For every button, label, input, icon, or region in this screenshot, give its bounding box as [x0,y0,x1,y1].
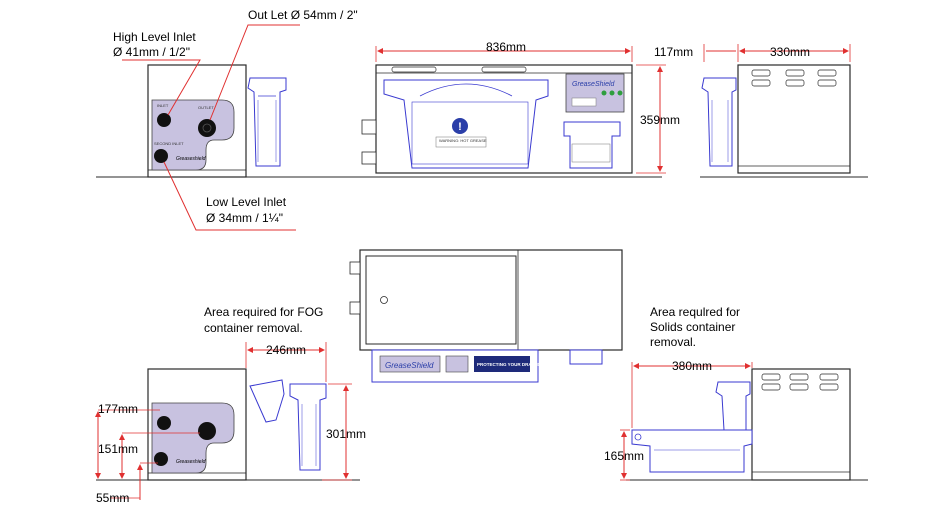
solids-drawer-removed [631,429,753,473]
status-led-2 [609,90,615,96]
fog-lid [365,255,517,345]
inlet-stub-upper [361,119,377,135]
low-level-inlet-port [154,149,168,163]
fog-container-tilted [249,379,285,423]
low-inlet-callout-line1: Low Level Inlet [206,195,287,209]
brand-plate [379,355,441,373]
fog-clearance-dimension: 246mm [266,343,306,357]
svg-text:!: ! [458,121,462,133]
svg-text:OUTLET: OUTLET [198,105,214,110]
fog-container-rear [701,77,737,167]
svg-text:SECOND INLET: SECOND INLET [154,141,184,146]
outlet-height-dimension: 151mm [98,442,138,456]
keyhole-icon [380,296,388,304]
solids-note-line3: removal. [650,335,696,349]
side-view-top: INLET OUTLET SECOND INLET Greaseshield H… [96,8,360,231]
length-dimension: 836mm [486,40,526,54]
small-depth-dimension: 117mm [654,45,693,59]
svg-text:Greaseshield: Greaseshield [176,156,206,162]
svg-text:Greaseshield: Greaseshield [176,459,206,465]
solids-note-line1: Area requlred for [650,305,740,319]
solids-removal-view: Area requlred for Solids container remov… [604,305,868,481]
plan-view: GreaseShield PROTECTING YOUR DRAINS [349,249,623,383]
unit-rear-body-lower [751,368,851,481]
status-led-1 [601,90,607,96]
fog-container-side [247,77,287,167]
front-view: ! WARNING: HOT GREASE GreaseShield 836mm… [356,40,680,178]
fog-note-line1: Area required for FOG [204,305,323,319]
svg-text:INLET: INLET [157,103,169,108]
high-inlet-callout-line2: Ø 41mm / 1/2" [113,45,190,59]
fog-container-rear-lower [715,381,751,431]
connection-panel [151,99,235,171]
exclamation-icon [452,118,468,134]
banner-text: PROTECTING YOUR DRAINS [477,362,539,367]
solids-handle-plan [569,349,603,365]
high-level-inlet-port-lower [157,416,171,430]
control-panel-label [565,73,625,113]
height-dimension: 359mm [640,113,680,127]
plate-brand-text: GreaseShield [385,361,434,370]
banner-plate [474,356,530,372]
outlet-port [198,119,216,137]
svg-text:WARNING: HOT GREASE: WARNING: HOT GREASE [439,138,487,143]
low-inlet-callout-line2: Ø 34mm / 1¼" [206,211,283,225]
status-led-3 [617,90,623,96]
front-brand-text: GreaseShield [572,81,616,88]
rear-view-top: 117mm 330mm [654,44,868,178]
high-level-inlet-port [157,113,171,127]
low-inlet-height-dimension: 55mm [96,491,129,505]
connection-panel-lower [151,402,235,474]
solids-drawer-front [563,121,621,169]
fog-container-removed [289,383,327,471]
solids-height-dimension: 165mm [604,449,644,463]
low-level-inlet-port-lower [154,452,168,466]
fog-height-dimension: 301mm [326,427,366,441]
high-inlet-callout-line1: High Level Inlet [113,30,196,44]
fog-removal-view: Greaseshield Area required for FOG conta… [95,305,366,505]
high-inlet-height-dimension: 177mm [98,402,138,416]
outlet-callout: Out Let Ø 54mm / 2" [248,8,358,22]
main-depth-dimension: 330mm [770,45,810,59]
solids-note-line2: Solids container [650,320,735,334]
solids-clearance-dimension: 380mm [672,359,712,373]
outlet-port-lower [198,422,216,440]
inlet-stub-lower [361,151,377,165]
unit-rear-body [737,64,851,174]
fog-note-line2: container removal. [204,321,303,335]
